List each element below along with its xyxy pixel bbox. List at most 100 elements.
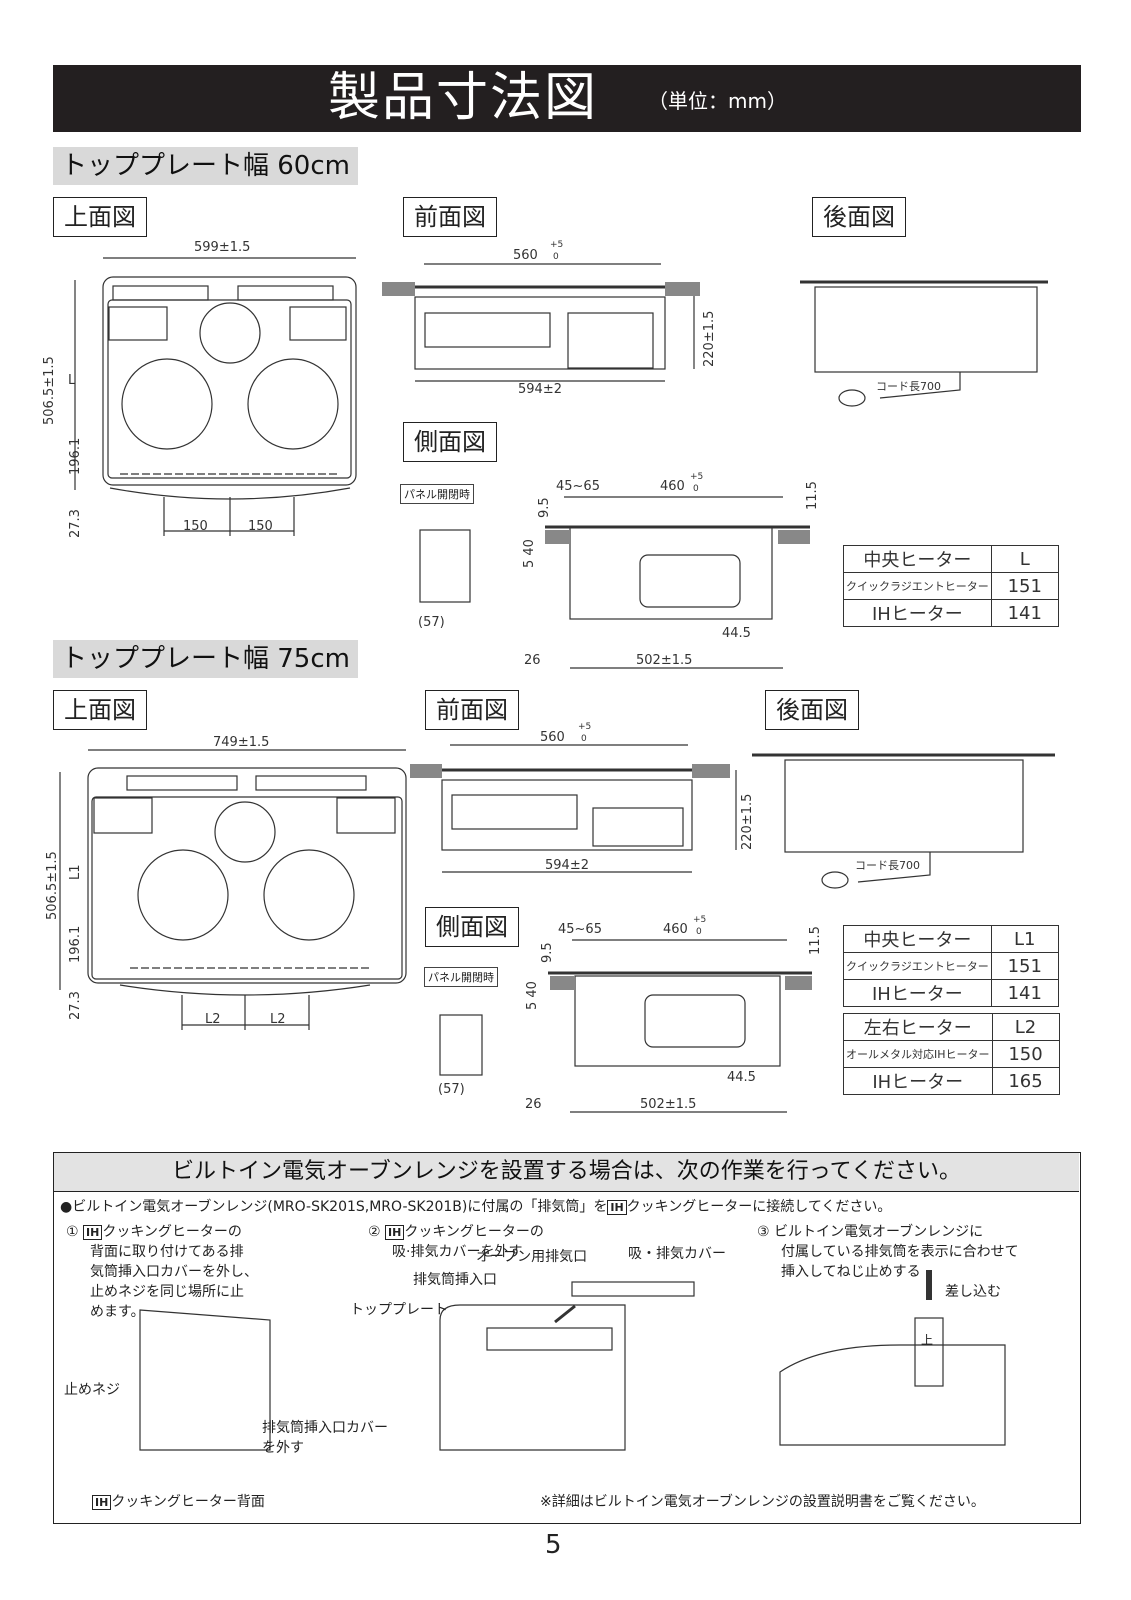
dim-60-front-220: 220±1.5 [702, 310, 717, 367]
heater-back-illustration [139, 1309, 271, 1451]
dim-60-460: 460 [660, 479, 685, 494]
front-view-60-body [414, 296, 666, 370]
side-view-75-title: 側面図 [425, 907, 519, 947]
dim-75-27: 27.3 [68, 991, 83, 1020]
label-topplate: トッププレート [350, 1302, 448, 1318]
install-box [53, 1152, 1081, 1524]
dim-60-45: 45~65 [556, 479, 600, 494]
rear-view-60-body [814, 286, 1038, 373]
label-cover: 排気筒挿入口カバー を外す [262, 1420, 388, 1456]
dim-60-front-560: 560 [513, 248, 538, 263]
dim-75-depth: 506.5±1.5 [45, 851, 60, 920]
dim-60-502: 502±1.5 [636, 653, 693, 668]
table-row: IHヒーター 141 [843, 599, 1059, 627]
dim-60-26: 26 [524, 653, 541, 668]
section-60-label: トッププレート幅 60cm [53, 147, 358, 185]
table-row: クイックラジエントヒーター 151 [843, 572, 1059, 600]
panel-open-75 [439, 1014, 483, 1076]
dim-75-front-220: 220±1.5 [740, 793, 755, 850]
dim-75-l2a: L2 [205, 1012, 221, 1027]
tol-60-zero: 0 [553, 252, 559, 262]
label-up: 上 [921, 1333, 934, 1347]
dim-60-95: 9.5 [537, 497, 552, 518]
dim-75-l1: L1 [68, 864, 83, 880]
dim-60-196: 196.1 [68, 437, 83, 475]
page-title: 製品寸法図 [328, 68, 599, 128]
table-row: 中央ヒーター L1 [843, 925, 1059, 953]
table-row: IHヒーター 165 [843, 1067, 1060, 1095]
rear-view-75-body [784, 759, 1024, 853]
table-row: 左右ヒーター L2 [843, 1013, 1060, 1041]
left-burner-60 [121, 358, 213, 450]
right-burner-60 [247, 358, 339, 450]
dim-75-196: 196.1 [68, 925, 83, 963]
label-intake-cover: 吸・排気カバー [628, 1246, 726, 1262]
center-burner-60 [199, 302, 261, 364]
front-view-75-body [441, 779, 693, 851]
dim-60-150a: 150 [183, 519, 208, 534]
ih-mark: IH [607, 1200, 627, 1215]
table-row: IHヒーター 141 [843, 979, 1059, 1007]
footnote: ※詳細はビルトイン電気オーブンレンジの設置説明書をご覧ください。 [540, 1494, 985, 1510]
topplate-illustration [439, 1304, 626, 1451]
left-burner-75 [137, 849, 229, 941]
table-row: 中央ヒーター L [843, 545, 1059, 573]
front-view-60-title: 前面図 [403, 197, 497, 237]
top-view-75-title: 上面図 [53, 690, 147, 730]
panel-tag-75: パネル開閉時 [424, 967, 498, 987]
page-number: 5 [545, 1530, 562, 1560]
dim-75-width: 749±1.5 [213, 735, 270, 750]
dim-75-460: 460 [663, 922, 688, 937]
side-view-75-body [574, 975, 781, 1067]
dim-75-502: 502±1.5 [640, 1097, 697, 1112]
dim-60-depth: 506.5±1.5 [42, 356, 57, 425]
install-title: ビルトイン電気オーブンレンジを設置する場合は、次の作業を行ってください。 [54, 1153, 1079, 1192]
tol-75-plus: +5 [578, 722, 592, 732]
dim-75-26: 26 [525, 1097, 542, 1112]
dim-60-front-594: 594±2 [518, 382, 562, 397]
dim-60-540: 5 40 [522, 539, 537, 568]
dim-75-45: 45~65 [558, 922, 602, 937]
tol-60-plus: +5 [550, 240, 564, 250]
label-oven-vent: オーブン用排気口 [476, 1249, 588, 1265]
table-row: クイックラジエントヒーター 151 [843, 952, 1059, 980]
heater-table-60: 中央ヒーター L クイックラジエントヒーター 151 IHヒーター 141 [843, 545, 1059, 627]
dim-60-l: L [68, 373, 76, 388]
panel-tag-60: パネル開閉時 [400, 484, 474, 504]
side-view-60-body [569, 526, 773, 620]
top-view-60-title: 上面図 [53, 197, 147, 237]
cord-75: コード長700 [855, 859, 920, 872]
dim-75-l2b: L2 [270, 1012, 286, 1027]
unit-label: （単位：mm） [648, 89, 787, 113]
table-row: オールメタル対応IHヒーター 150 [843, 1040, 1060, 1068]
heater-table-75-side: 左右ヒーター L2 オールメタル対応IHヒーター 150 IHヒーター 165 [843, 1013, 1060, 1095]
side-view-60-title: 側面図 [403, 422, 497, 462]
front-view-75-title: 前面図 [425, 690, 519, 730]
dim-75-445: 44.5 [727, 1070, 756, 1085]
dim-75-95: 9.5 [540, 942, 555, 963]
cord-60: コード長700 [876, 380, 941, 393]
tol-75-zero: 0 [581, 734, 587, 744]
dim-75-front-560: 560 [540, 730, 565, 745]
rear-view-75-title: 後面図 [765, 690, 859, 730]
dim-75-front-594: 594±2 [545, 858, 589, 873]
tol-75-side-plus: +5 [693, 915, 707, 925]
tol-75-side-zero: 0 [696, 927, 702, 937]
dim-60-11: 11.5 [805, 481, 820, 510]
panel-open-60 [419, 529, 471, 603]
install-intro: ●ビルトイン電気オーブンレンジ(MRO-SK201S,MRO-SK201B)に付… [60, 1199, 892, 1215]
section-75-label: トッププレート幅 75cm [53, 640, 358, 678]
top-view-75-plate [87, 767, 407, 984]
dim-75-57: (57) [438, 1082, 465, 1097]
dim-60-57: (57) [418, 615, 445, 630]
dim-60-150b: 150 [248, 519, 273, 534]
step-3: ③ ビルトイン電気オーブンレンジに 付属している排気筒を表示に合わせて 挿入して… [757, 1224, 1019, 1280]
label-insert-port: 排気筒挿入口 [413, 1272, 497, 1288]
top-view-60-plate [102, 276, 357, 486]
label-push: 差し込む [945, 1284, 1001, 1300]
right-burner-75 [263, 849, 355, 941]
